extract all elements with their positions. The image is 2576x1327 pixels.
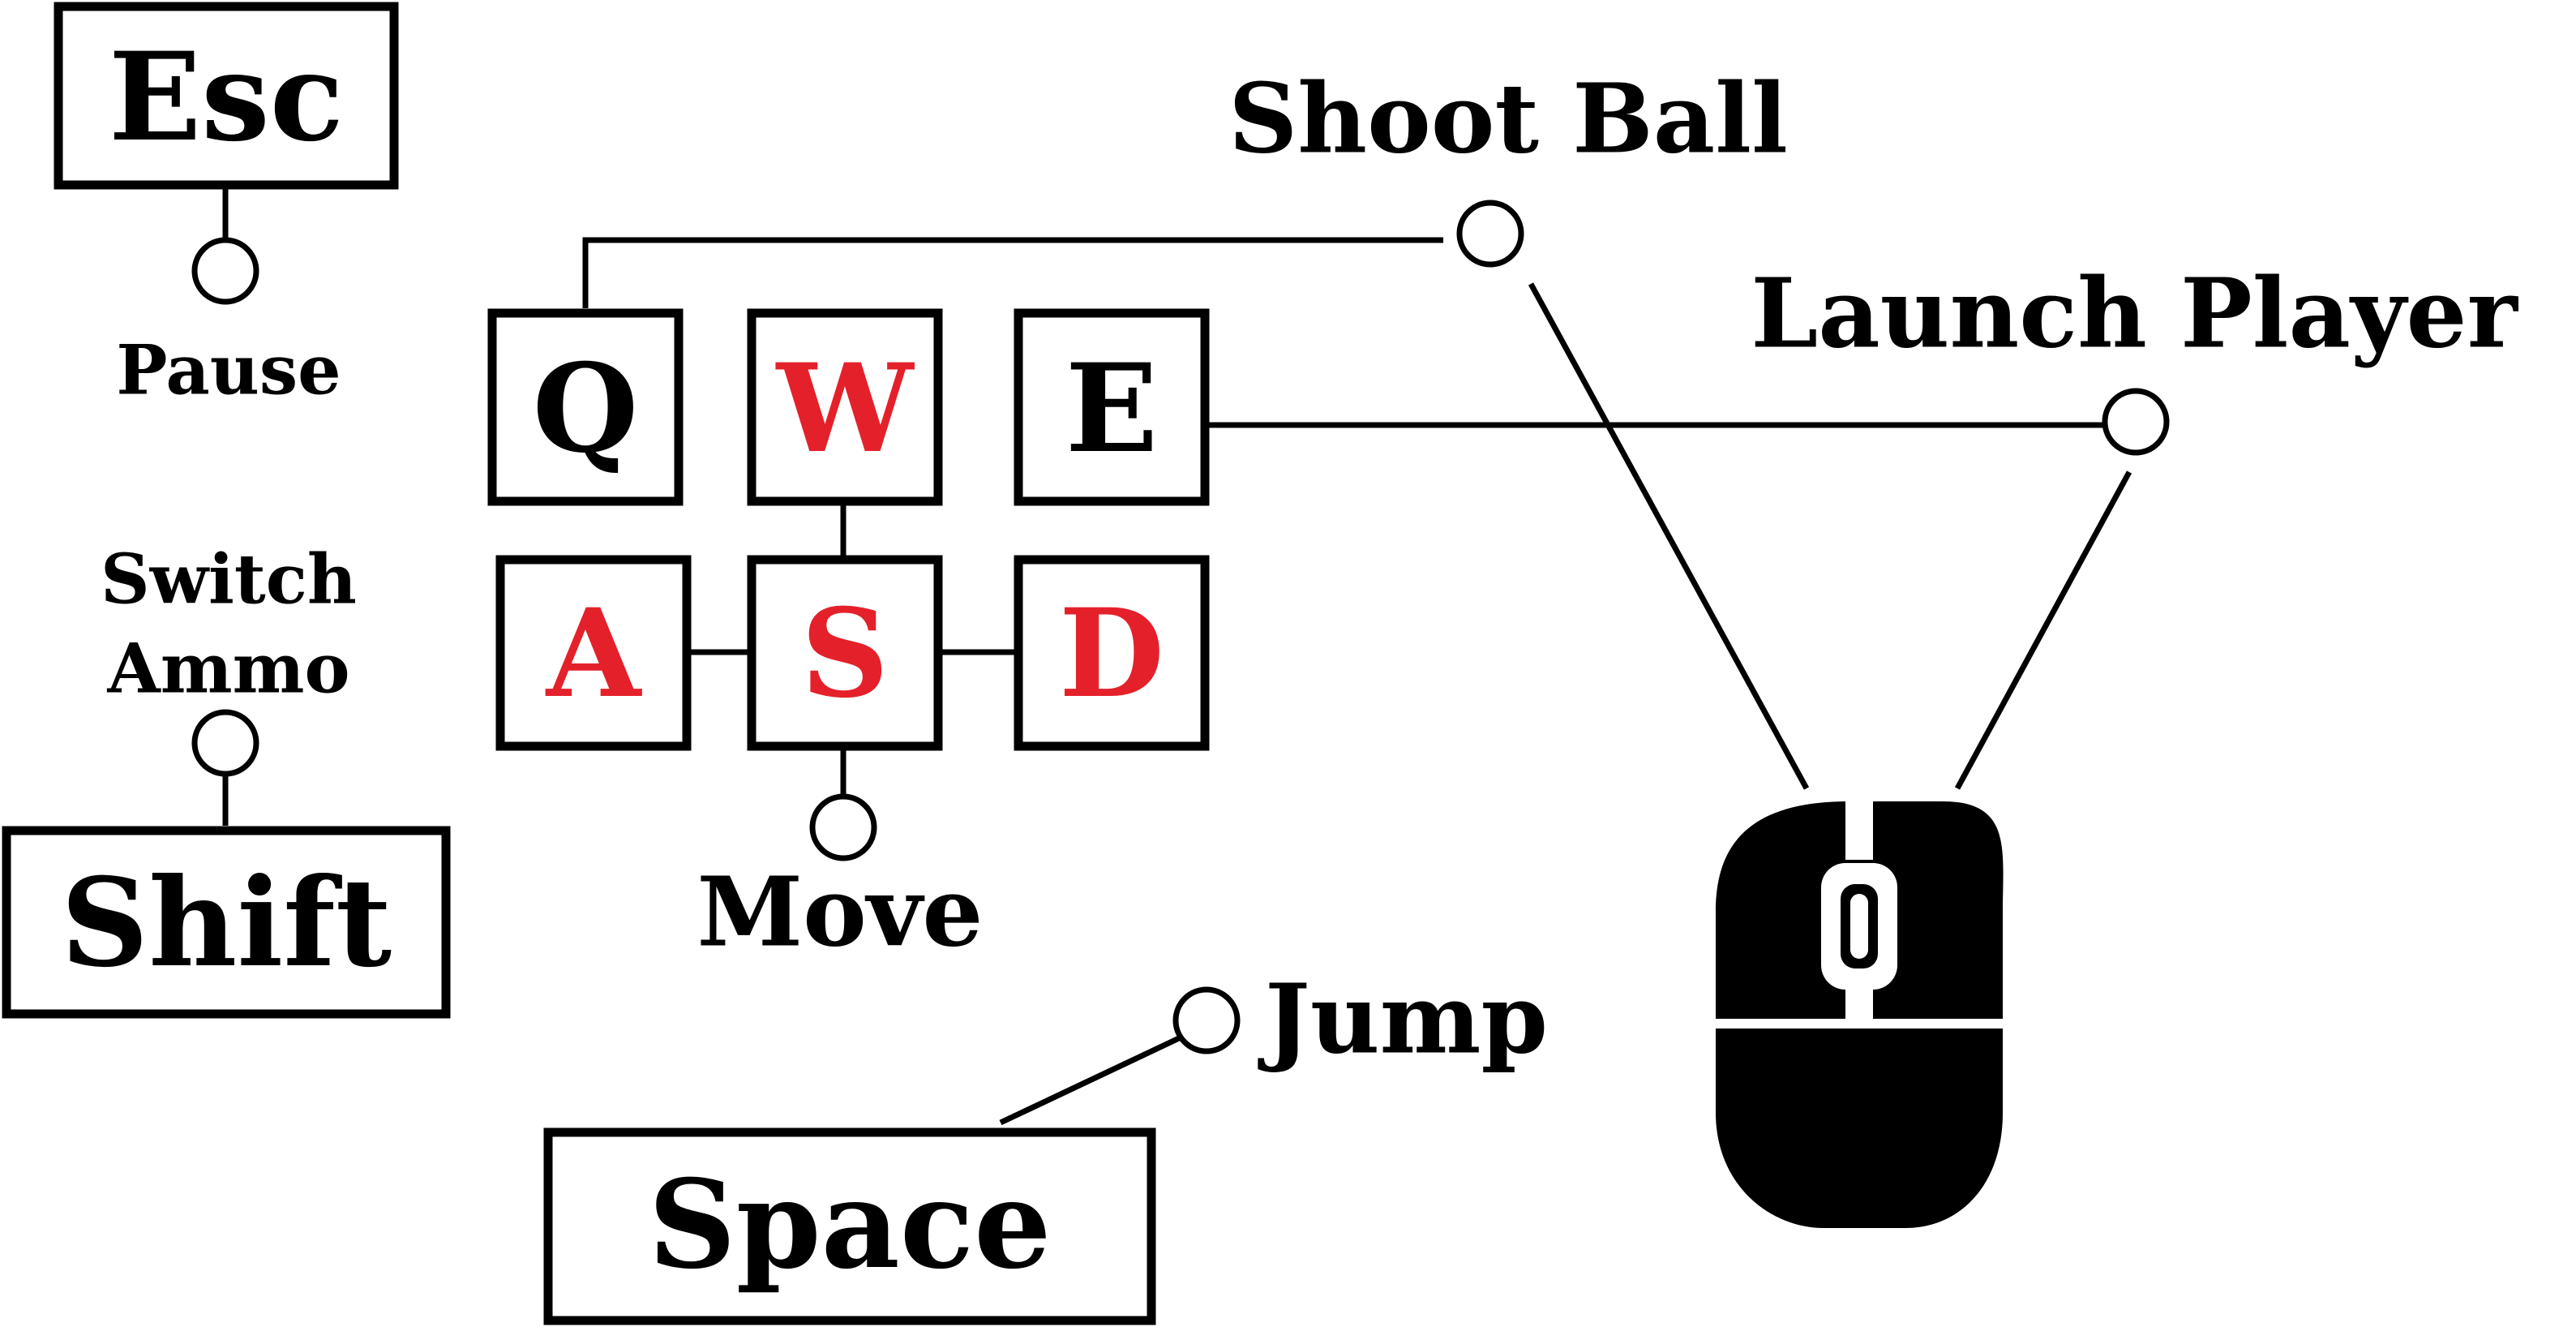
launch-player-label: Launch Player — [1751, 257, 2518, 370]
key-q-label: Q — [533, 337, 639, 480]
pause-label: Pause — [116, 330, 341, 410]
switch-ammo-node — [191, 709, 259, 777]
shoot-ball-node — [1456, 200, 1524, 268]
move-node — [809, 793, 877, 861]
switch-ammo-label-line1: Switch — [101, 539, 357, 620]
pause-node — [191, 237, 259, 305]
connector-mouse-launch-player — [1954, 470, 2132, 790]
key-a-box — [495, 555, 692, 751]
move-label: Move — [697, 856, 984, 968]
key-s-label: S — [801, 582, 889, 725]
key-esc-label: Esc — [109, 26, 344, 169]
key-e-box — [1014, 308, 1210, 506]
jump-label: Jump — [1258, 963, 1548, 1076]
key-q-box — [487, 308, 684, 506]
key-s-box — [747, 555, 943, 751]
connector-mouse-shoot-ball — [1528, 282, 1810, 790]
key-space-label: Space — [648, 1153, 1051, 1296]
computer-mouse-icon — [1712, 795, 2006, 1228]
jump-node — [1172, 986, 1241, 1054]
connector-q-shoot-ball — [582, 237, 1443, 308]
key-w-box — [747, 308, 943, 506]
key-shift-label: Shift — [61, 852, 392, 994]
shoot-ball-label: Shoot Ball — [1228, 62, 1788, 175]
connector-space-jump — [999, 1035, 1181, 1126]
key-w-label: W — [775, 337, 915, 480]
key-d-label: D — [1059, 582, 1164, 725]
key-space-box — [543, 1127, 1156, 1325]
key-d-box — [1014, 555, 1210, 751]
key-e-label: E — [1065, 337, 1158, 480]
key-shift-box — [2, 826, 451, 1019]
launch-player-node — [2102, 388, 2170, 456]
key-esc-box — [54, 2, 399, 190]
key-a-label: A — [545, 582, 643, 725]
switch-ammo-label-line2: Ammo — [107, 629, 350, 709]
